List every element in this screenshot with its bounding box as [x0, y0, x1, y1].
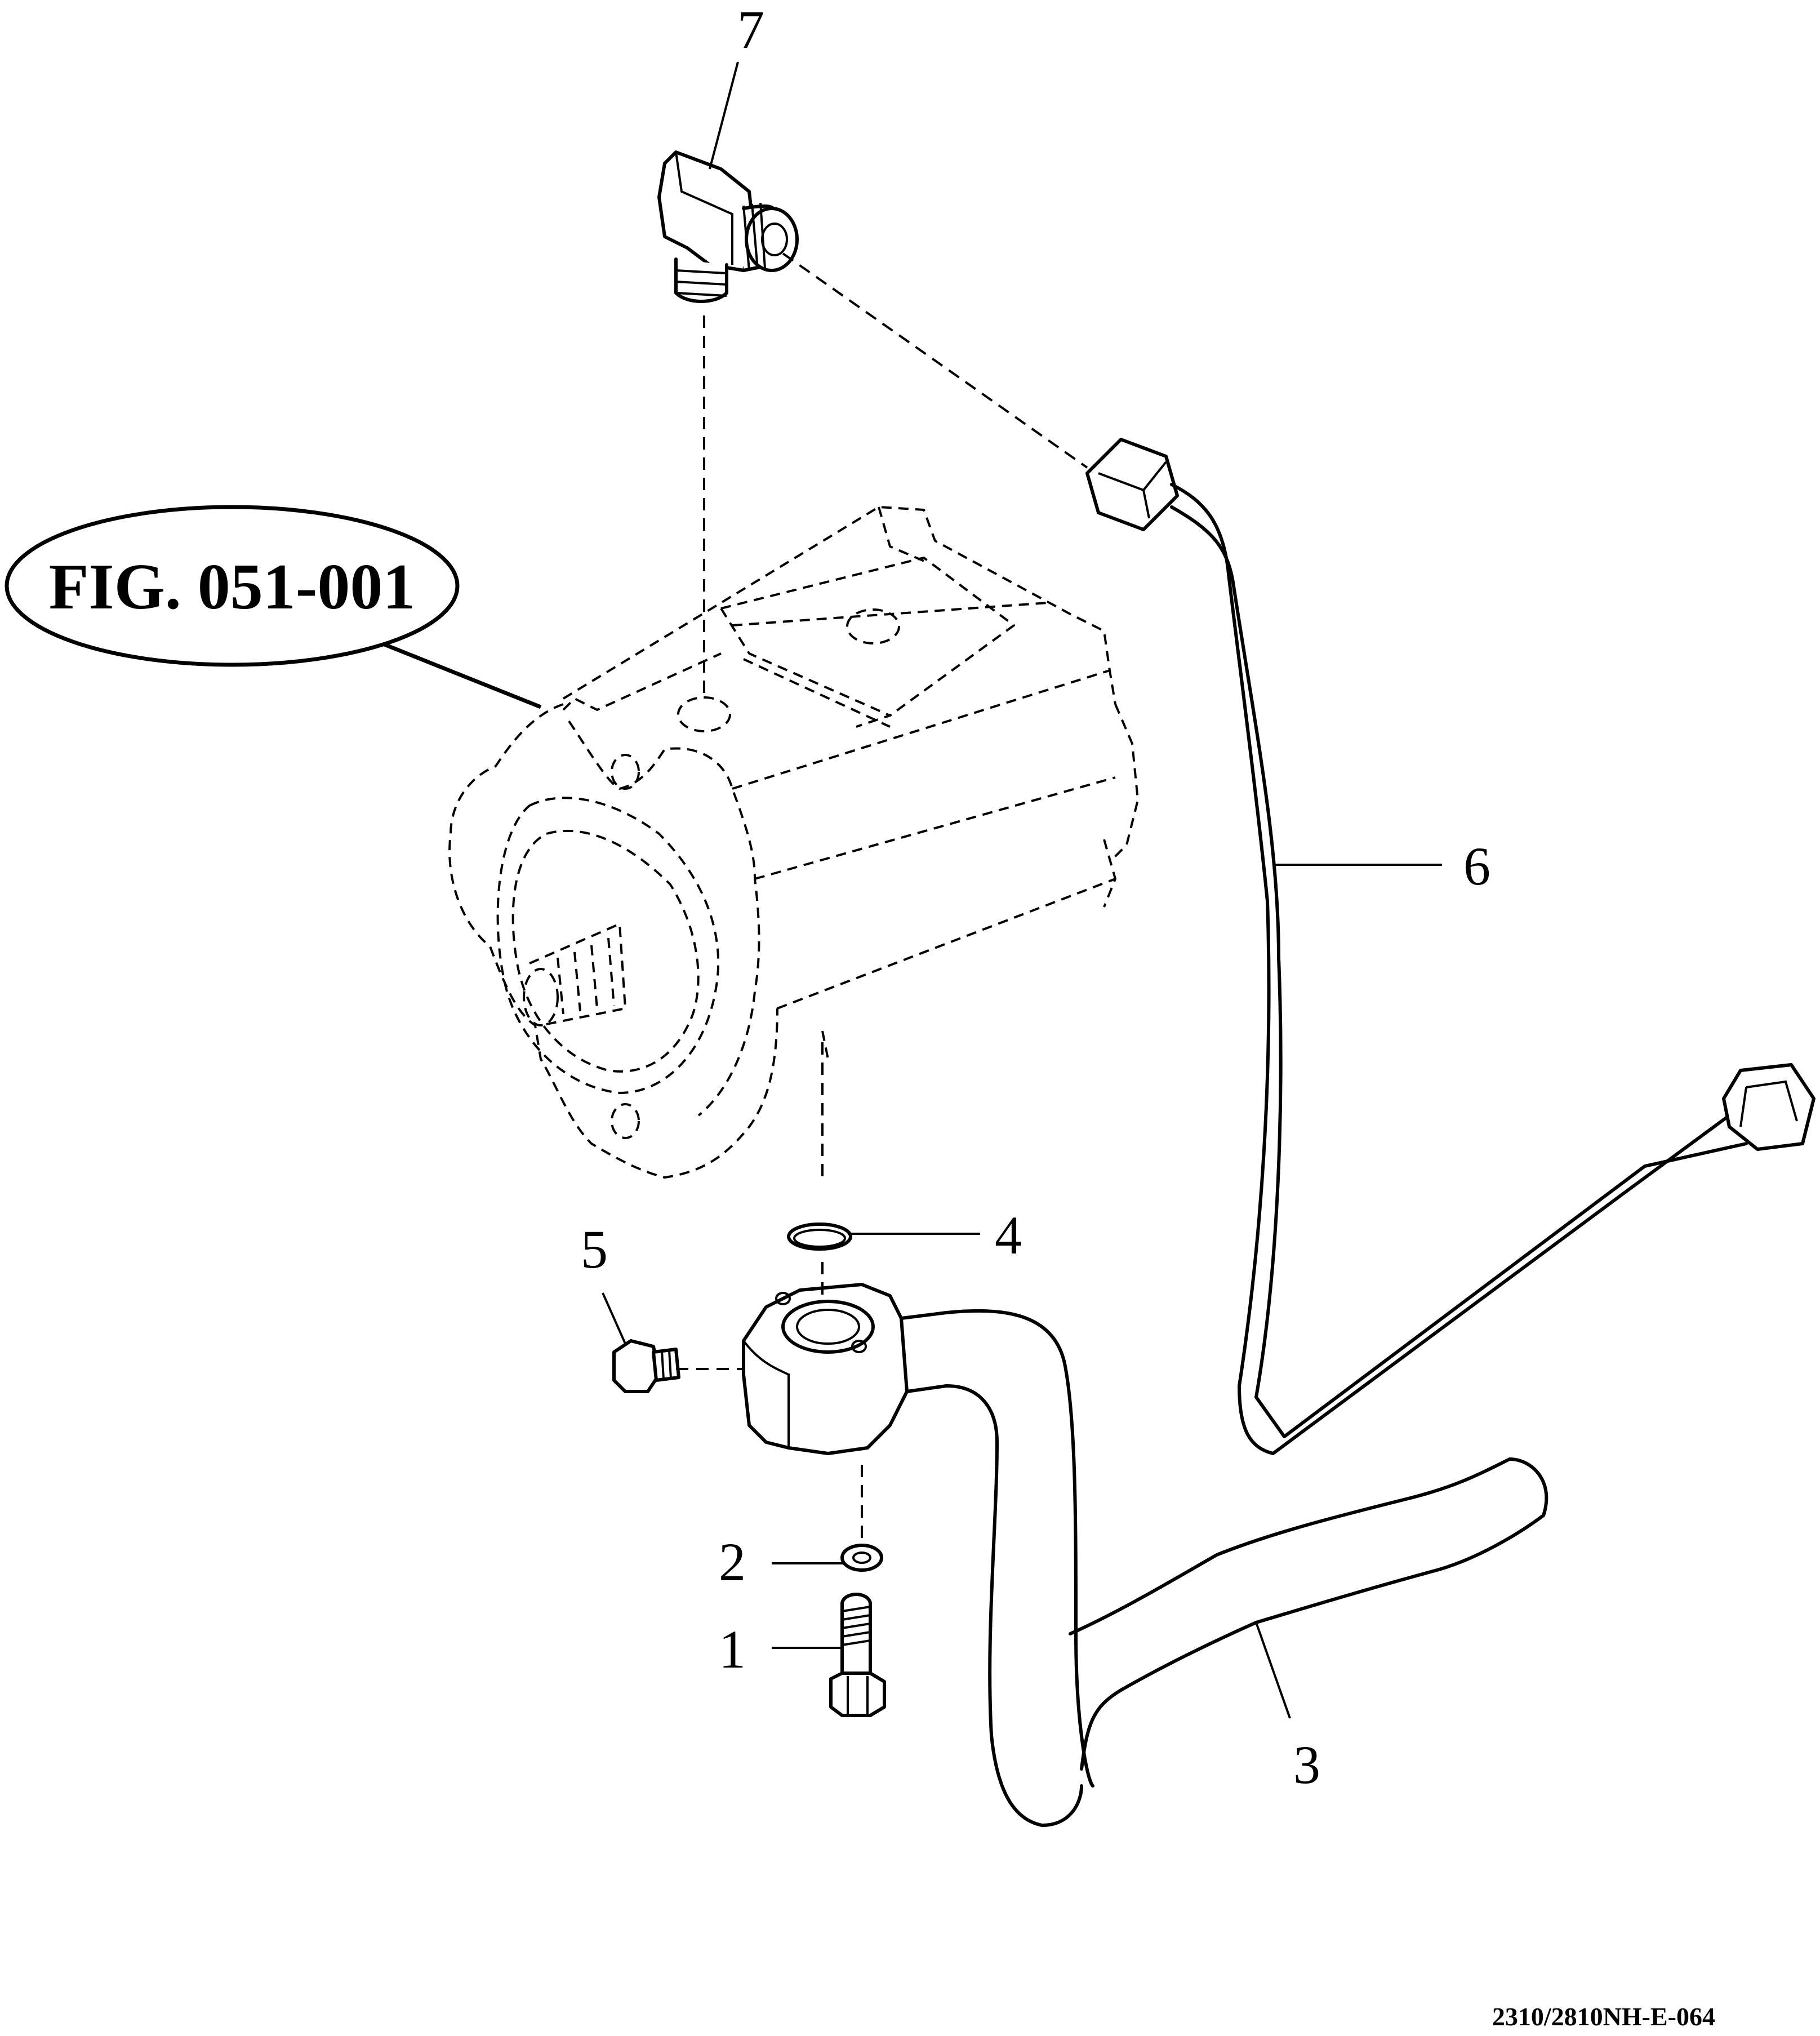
callout-6: 6	[1463, 836, 1490, 896]
figure-reference-oval	[5, 505, 460, 667]
callout-2: 2	[719, 1532, 746, 1592]
figure-reference-label: FIG. 051-001	[49, 551, 416, 623]
washer-part-2	[840, 1544, 883, 1572]
pipe-part-6	[1085, 438, 1815, 1455]
alignment-lines	[676, 252, 1088, 1544]
document-number: 2310/2810NH-E-064	[1492, 2002, 1715, 2031]
elbow-fitting-part-7	[657, 150, 799, 303]
bolt-part-1	[829, 1593, 886, 1717]
callout-3: 3	[1293, 1735, 1320, 1795]
manifold-block	[742, 1283, 909, 1455]
callout-4: 4	[995, 1205, 1022, 1265]
o-ring-part-4	[787, 1223, 852, 1251]
callout-1: 1	[719, 1619, 746, 1679]
callout-7: 7	[737, 0, 764, 60]
plug-part-5	[612, 1339, 680, 1393]
hose-part-3	[900, 1309, 1548, 1827]
hydraulic-pump-phantom	[448, 506, 1139, 1179]
callout-5: 5	[581, 1219, 608, 1279]
figure-reference-callout: FIG. 051-001	[5, 505, 460, 667]
callout-labels: 7 6 4 5 2 1 3	[581, 0, 1490, 1795]
